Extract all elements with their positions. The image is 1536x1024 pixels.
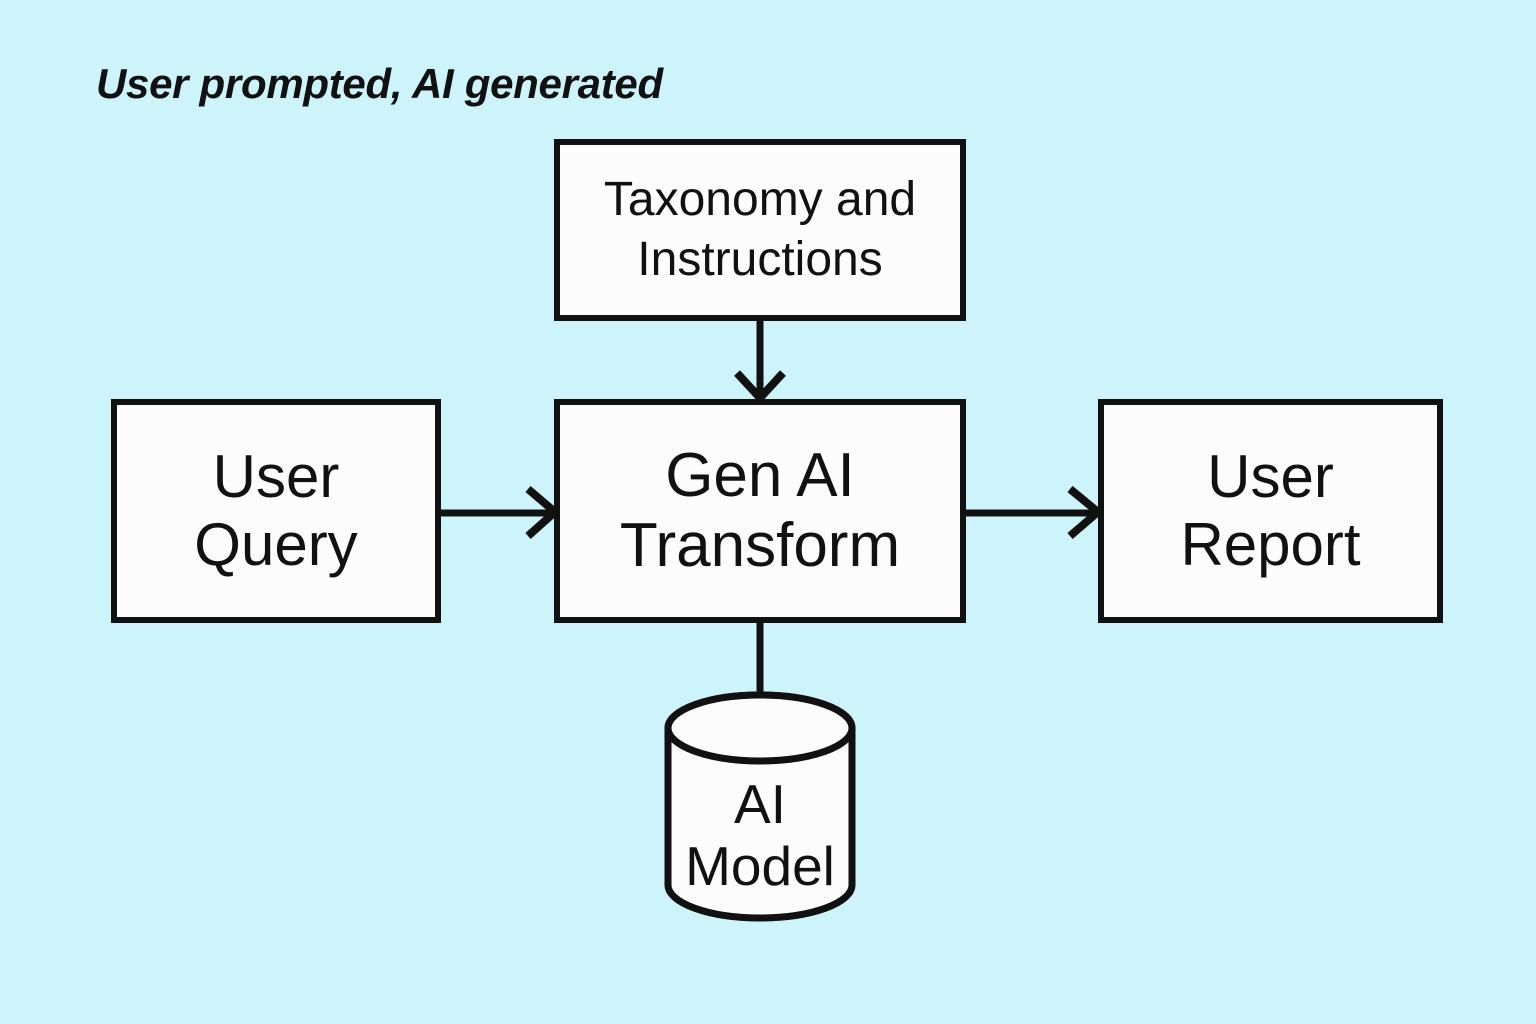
node-box-gen-ai-transform[interactable]	[554, 399, 966, 623]
diagram-caption: User prompted, AI generated	[96, 60, 663, 107]
node-cylinder-ai-model[interactable]	[664, 691, 856, 922]
edge-taxonomy-to-gen-ai	[734, 318, 786, 404]
node-box-user-query[interactable]	[111, 399, 441, 623]
node-box-user-report[interactable]	[1098, 399, 1443, 623]
edge-gen-ai-to-user-report	[963, 485, 1105, 540]
node-shape-layer	[111, 139, 1443, 922]
node-box-taxonomy[interactable]	[554, 139, 966, 321]
edge-user-query-to-gen-ai	[438, 485, 562, 539]
